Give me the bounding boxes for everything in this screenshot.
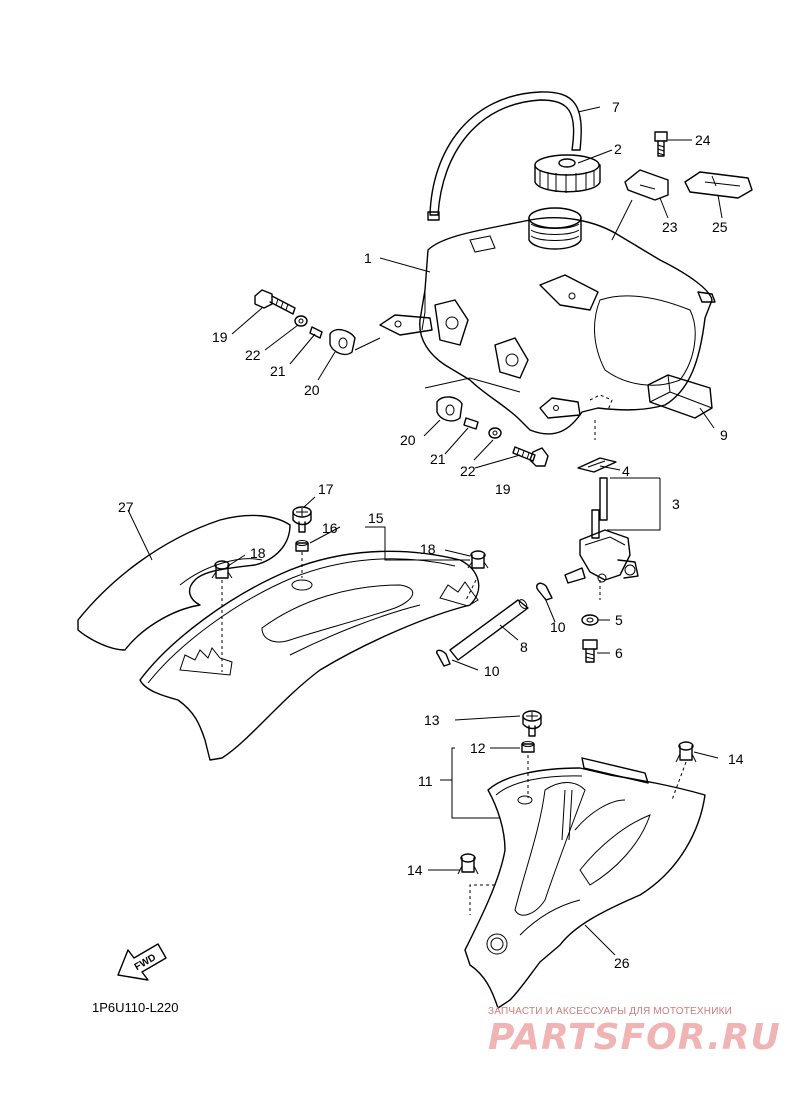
bracket-23 — [624, 169, 669, 201]
callout-27: 27 — [118, 499, 134, 515]
callout-22-left: 22 — [245, 347, 261, 363]
callout-10-lower: 10 — [484, 663, 500, 679]
fwd-arrow-icon: FWD — [117, 943, 167, 981]
callout-19-left: 19 — [212, 329, 228, 345]
callout-19-right: 19 — [495, 481, 511, 497]
callout-22-right: 22 — [460, 463, 476, 479]
callout-12: 12 — [470, 740, 486, 756]
callout-21-left: 21 — [270, 363, 286, 379]
callout-8: 8 — [520, 639, 528, 655]
callout-16: 16 — [322, 520, 338, 536]
callout-11: 11 — [418, 773, 433, 789]
shroud-fasteners — [211, 506, 489, 579]
callout-17: 17 — [318, 481, 334, 497]
decal-27 — [77, 514, 291, 651]
callout-20-left: 20 — [304, 382, 320, 398]
callout-18-right: 18 — [420, 541, 436, 557]
callout-1: 1 — [364, 250, 372, 266]
right-mount-hardware — [424, 377, 549, 467]
callout-labels: 1 2 3 4 5 6 7 8 9 10 10 11 12 13 14 14 1… — [118, 99, 744, 971]
side-cover-fasteners — [457, 710, 697, 875]
callout-7: 7 — [612, 99, 620, 115]
callout-6: 6 — [615, 645, 623, 661]
callout-2: 2 — [614, 141, 622, 157]
fuel-tank — [379, 207, 716, 440]
breather-hose — [427, 91, 582, 221]
shroud-15 — [139, 550, 480, 761]
callout-10-upper: 10 — [550, 619, 566, 635]
leader-lines — [127, 106, 723, 956]
callout-9: 9 — [720, 427, 728, 443]
fuel-cap — [534, 154, 601, 193]
callout-15: 15 — [368, 510, 384, 526]
fuel-hose — [436, 599, 529, 667]
left-mount-hardware — [254, 289, 381, 356]
watermark-caption: ЗАПЧАСТИ И АКСЕССУАРЫ ДЛЯ МОТОТЕХНИКИ — [488, 1006, 733, 1017]
callout-20-right: 20 — [400, 432, 416, 448]
pad-9 — [647, 374, 713, 419]
watermark: ЗАПЧАСТИ И АКСЕССУАРЫ ДЛЯ МОТОТЕХНИКИ PA… — [488, 1006, 788, 1057]
watermark-logo: PARTSFOR.RU — [488, 1017, 781, 1058]
callout-5: 5 — [615, 612, 623, 628]
drawing-code: 1P6U110-L220 — [92, 1000, 179, 1015]
callout-26: 26 — [614, 955, 630, 971]
callout-13: 13 — [424, 712, 440, 728]
callout-25: 25 — [712, 219, 728, 235]
callout-14-left: 14 — [407, 862, 423, 878]
screw-24 — [654, 131, 668, 157]
callout-21-right: 21 — [430, 451, 446, 467]
callout-3: 3 — [672, 496, 680, 512]
callout-24: 24 — [695, 132, 711, 148]
callout-4: 4 — [622, 463, 630, 479]
callout-18-left: 18 — [250, 545, 266, 561]
callout-14-right: 14 — [728, 751, 744, 767]
callout-23: 23 — [662, 219, 678, 235]
side-cover-26 — [464, 755, 706, 1009]
bracket-25 — [684, 171, 753, 199]
